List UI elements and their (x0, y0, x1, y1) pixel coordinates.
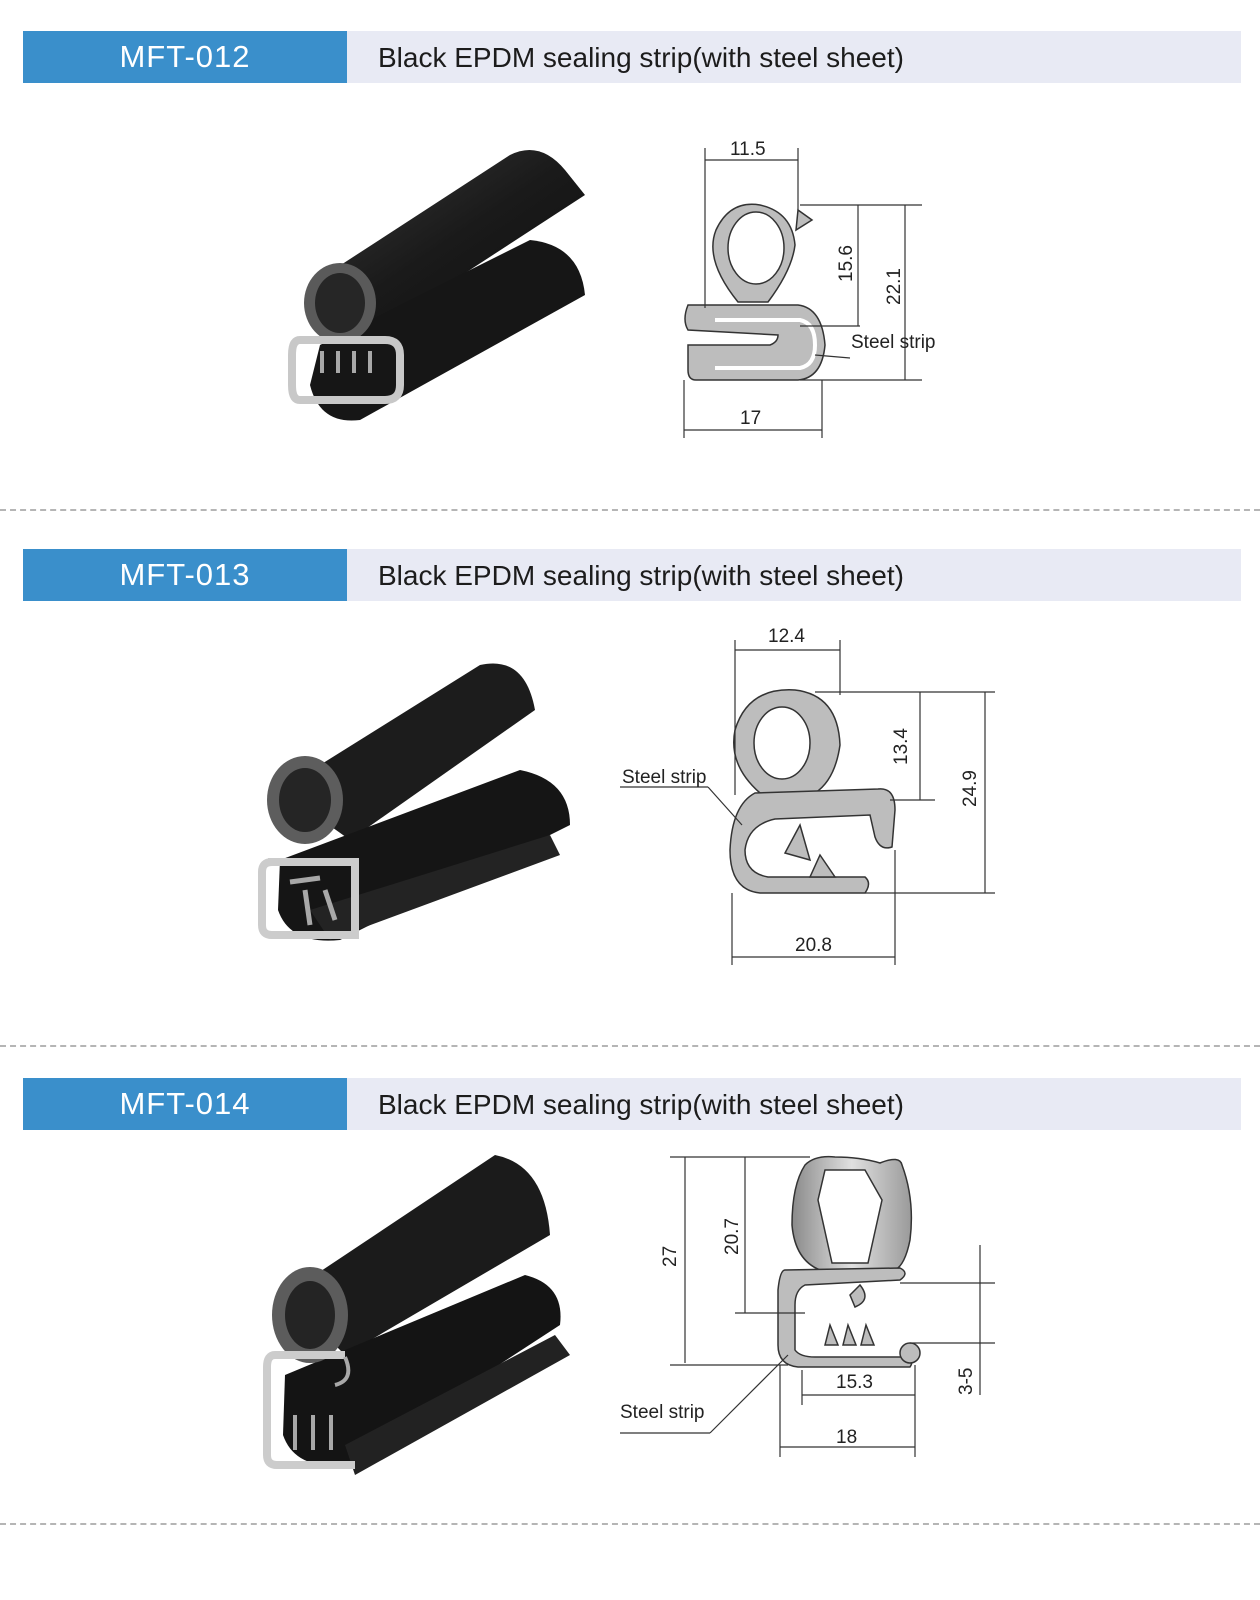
dim-width-top: 11.5 (730, 139, 766, 160)
section-divider (0, 1523, 1260, 1525)
dim-grip-range: 3-5 (956, 1368, 977, 1395)
product-header: MFT-012 Black EPDM sealing strip(with st… (23, 31, 1241, 83)
product-photo (288, 150, 585, 421)
profile-drawing: 27 20.7 15.3 18 3-5 Steel strip (620, 1155, 995, 1457)
steel-strip-callout: Steel strip (620, 1402, 704, 1423)
dim-width-base: 18 (836, 1427, 857, 1448)
profile-drawing: 12.4 13.4 24.9 20.8 Steel strip (620, 626, 995, 965)
dim-width-top: 12.4 (768, 626, 805, 647)
steel-strip-callout: Steel strip (851, 332, 935, 353)
section-divider (0, 1045, 1260, 1047)
product-title: Black EPDM sealing strip(with steel shee… (378, 560, 904, 591)
product-title: Black EPDM sealing strip(with steel shee… (378, 1089, 904, 1120)
product-title: Black EPDM sealing strip(with steel shee… (378, 42, 904, 73)
product-header: MFT-013 Black EPDM sealing strip(with st… (23, 549, 1241, 601)
dim-width-inner: 15.3 (836, 1372, 873, 1393)
product-photo (258, 663, 570, 941)
dim-height-bulb: 20.7 (722, 1218, 743, 1255)
steel-strip-callout: Steel strip (622, 767, 706, 788)
dim-height-bulb: 13.4 (891, 728, 912, 765)
product-photo (263, 1155, 570, 1475)
product-code: MFT-013 (23, 549, 347, 601)
product-code: MFT-014 (23, 1078, 347, 1130)
dim-width-base: 17 (740, 408, 761, 429)
dim-height-bulb: 15.6 (836, 245, 857, 282)
product-code: MFT-012 (23, 31, 347, 83)
dim-height-total: 22.1 (884, 268, 905, 305)
dim-height-total: 24.9 (960, 770, 981, 807)
product-header: MFT-014 Black EPDM sealing strip(with st… (23, 1078, 1241, 1130)
dim-height-total: 27 (660, 1246, 681, 1267)
dim-width-base: 20.8 (795, 935, 832, 956)
section-divider (0, 509, 1260, 511)
profile-drawing: 11.5 15.6 22.1 17 Steel strip (683, 139, 935, 438)
